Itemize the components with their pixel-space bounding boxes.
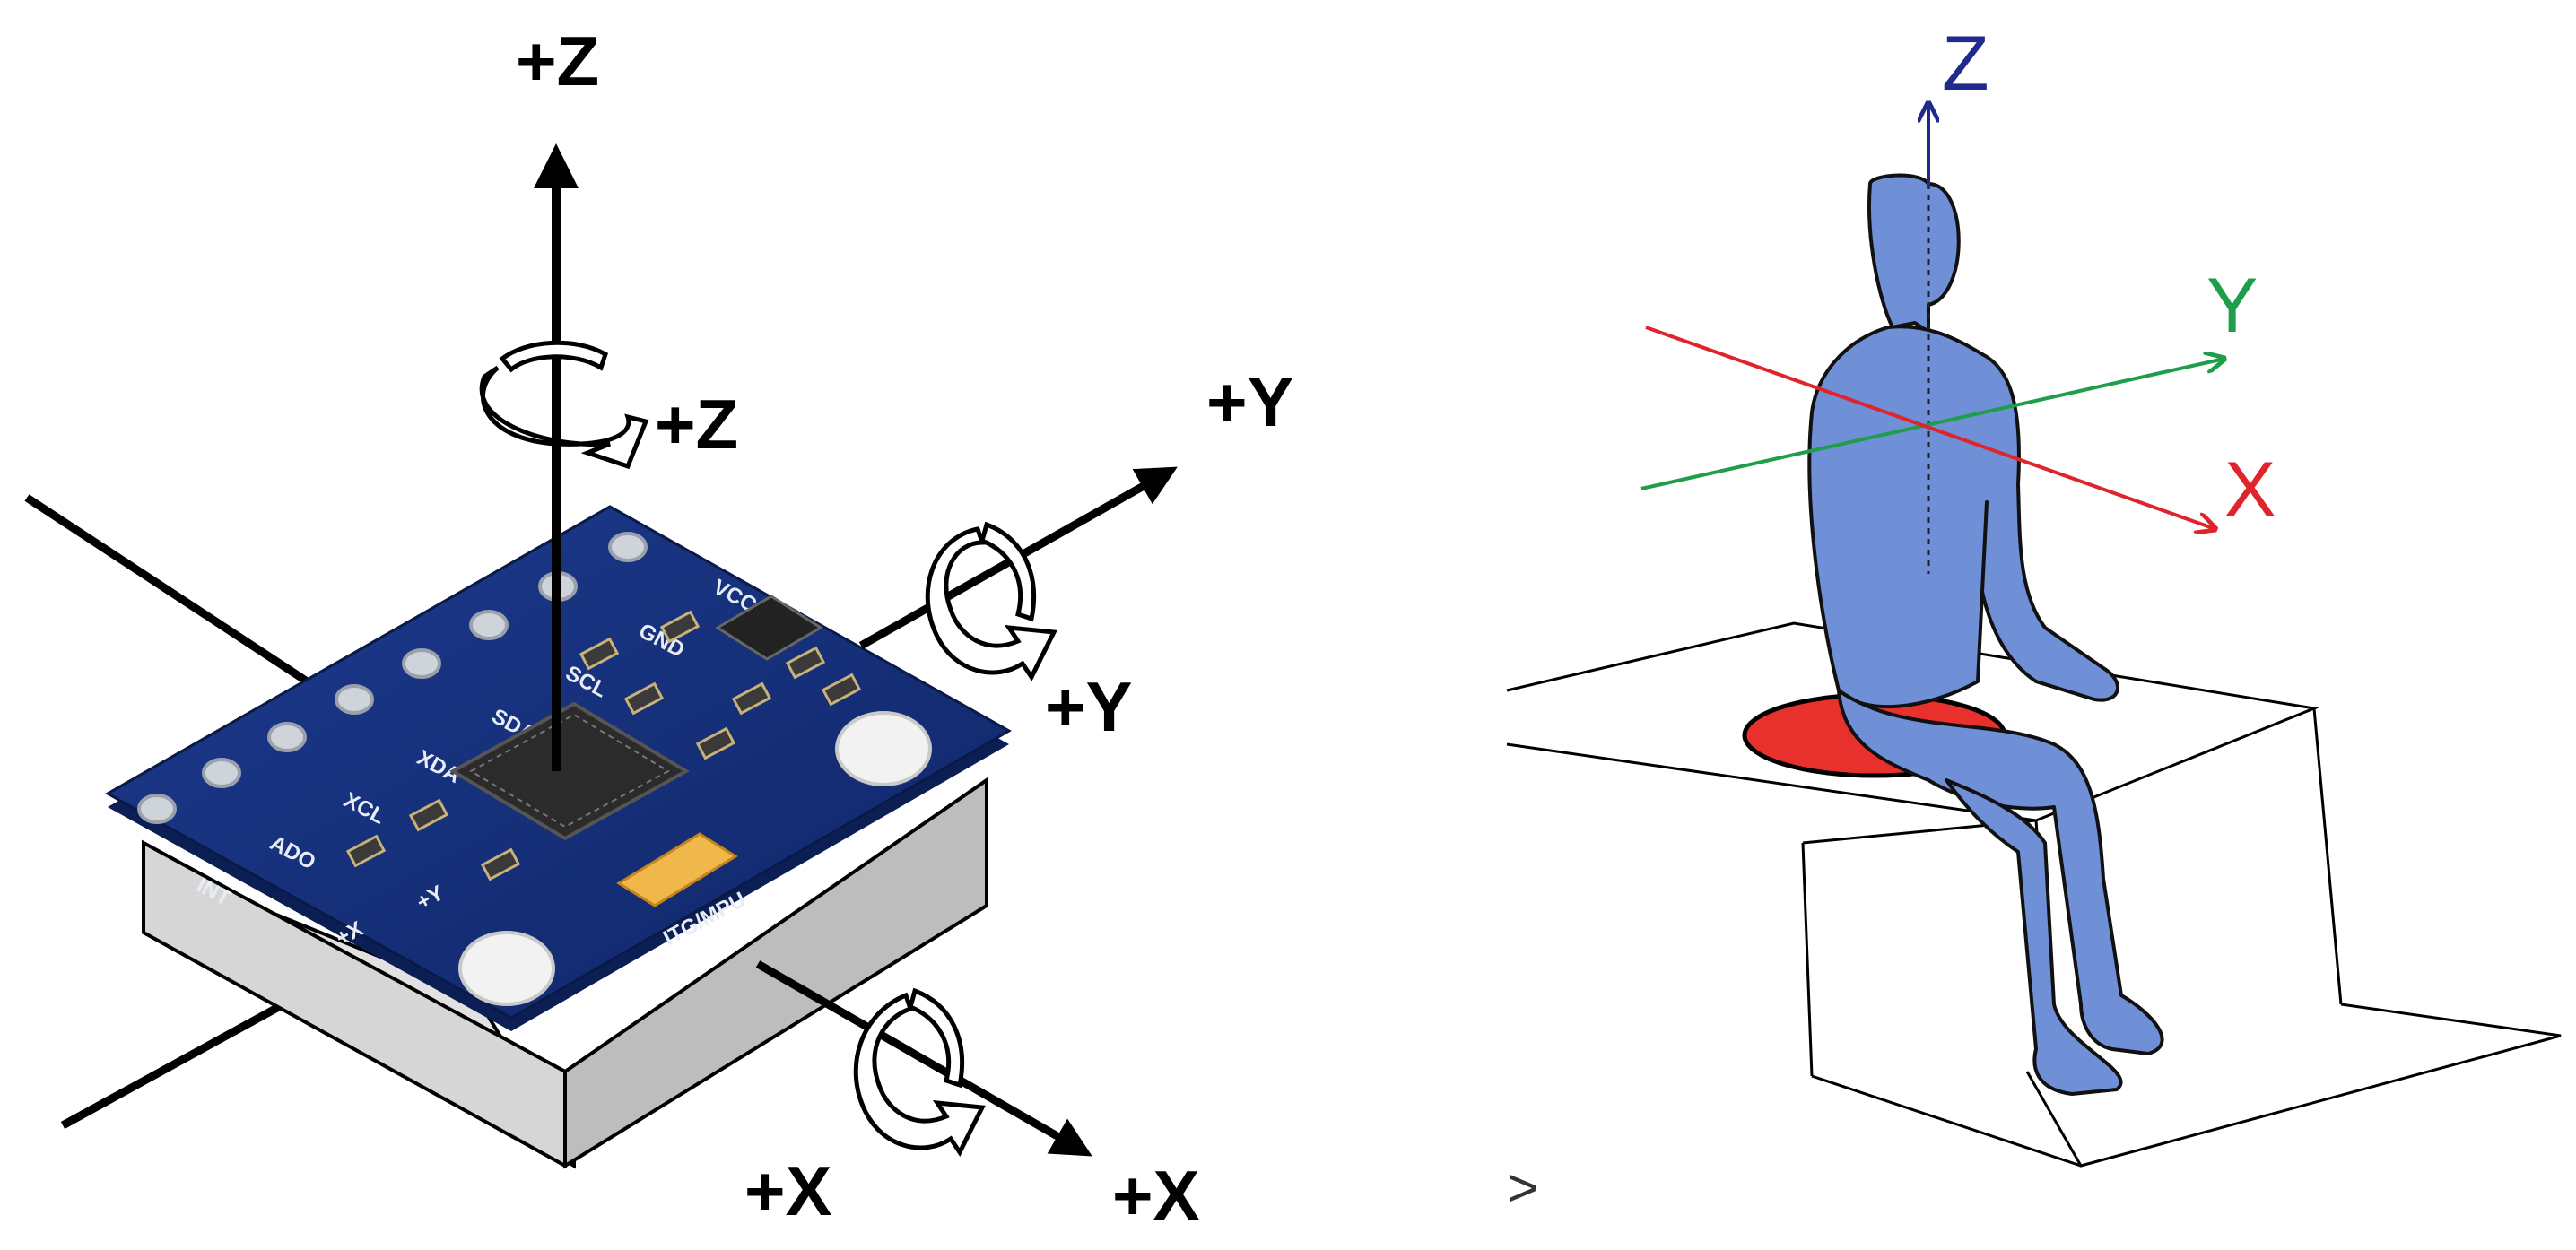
y-rotation-icon	[925, 521, 1057, 681]
label-y-rotation: +Y	[1045, 667, 1133, 746]
label-x-linear: +X	[1112, 1156, 1200, 1235]
label-z-linear: +Z	[516, 22, 599, 100]
x-axis-back-line	[24, 494, 317, 690]
body-label-x: X	[2224, 447, 2276, 533]
mount-hole	[835, 711, 932, 786]
body-x-axis	[1645, 326, 2215, 529]
body-label-z: Z	[1942, 21, 1989, 107]
label-x-rotation: +X	[744, 1151, 832, 1230]
mount-hole	[458, 931, 555, 1006]
pin-pads	[137, 532, 648, 824]
body-y-axis	[1640, 359, 2224, 490]
regulator-chip	[715, 595, 823, 661]
body-label-y: Y	[2206, 263, 2258, 349]
sensor-diagram: VCC GND SCL SDA XDA XCL ADO INT	[24, 22, 1294, 1235]
z-rotation-icon	[479, 340, 649, 470]
seat-block	[1506, 621, 2562, 1168]
mpu-chip	[449, 701, 690, 841]
label-y-linear: +Y	[1206, 362, 1294, 441]
seated-human-figure	[1807, 173, 2164, 1096]
label-z-rotation: +Z	[655, 385, 738, 464]
x-axis-line	[755, 960, 1092, 1157]
smd-components	[345, 610, 862, 881]
seated-figure-diagram: Z Y X >	[1506, 21, 2562, 1218]
corner-mark: >	[1507, 1158, 1538, 1218]
tantalum-capacitor	[616, 832, 738, 907]
x-rotation-icon	[853, 987, 986, 1157]
